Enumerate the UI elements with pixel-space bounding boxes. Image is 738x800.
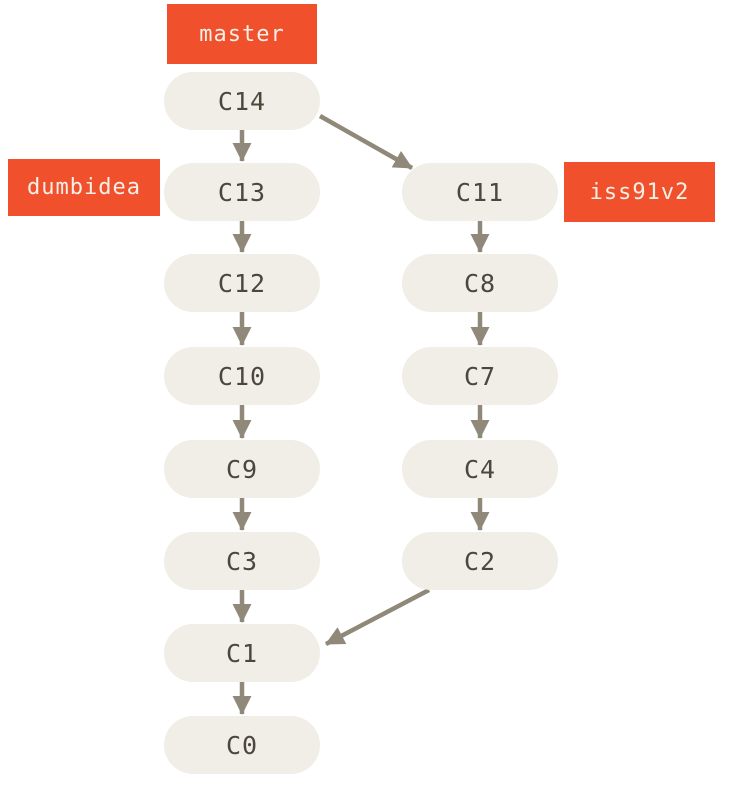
commit-node-c1: C1 [164, 624, 320, 682]
commit-node-c9: C9 [164, 440, 320, 498]
commit-node-c11: C11 [402, 163, 558, 221]
edge-c2-c1 [324, 588, 431, 646]
commit-node-c2: C2 [402, 532, 558, 590]
branch-label-iss91v2: iss91v2 [564, 162, 715, 222]
branch-label-dumbidea: dumbidea [8, 159, 160, 216]
commit-node-c3: C3 [164, 532, 320, 590]
edge-c14-c11 [318, 114, 414, 170]
commit-node-c8: C8 [402, 254, 558, 312]
commit-node-c0: C0 [164, 716, 320, 774]
commit-node-c14: C14 [164, 72, 320, 130]
commit-node-c4: C4 [402, 440, 558, 498]
commit-node-c7: C7 [402, 347, 558, 405]
commit-node-c12: C12 [164, 254, 320, 312]
commit-node-c10: C10 [164, 347, 320, 405]
branch-label-master: master [167, 4, 317, 64]
commit-node-c13: C13 [164, 163, 320, 221]
